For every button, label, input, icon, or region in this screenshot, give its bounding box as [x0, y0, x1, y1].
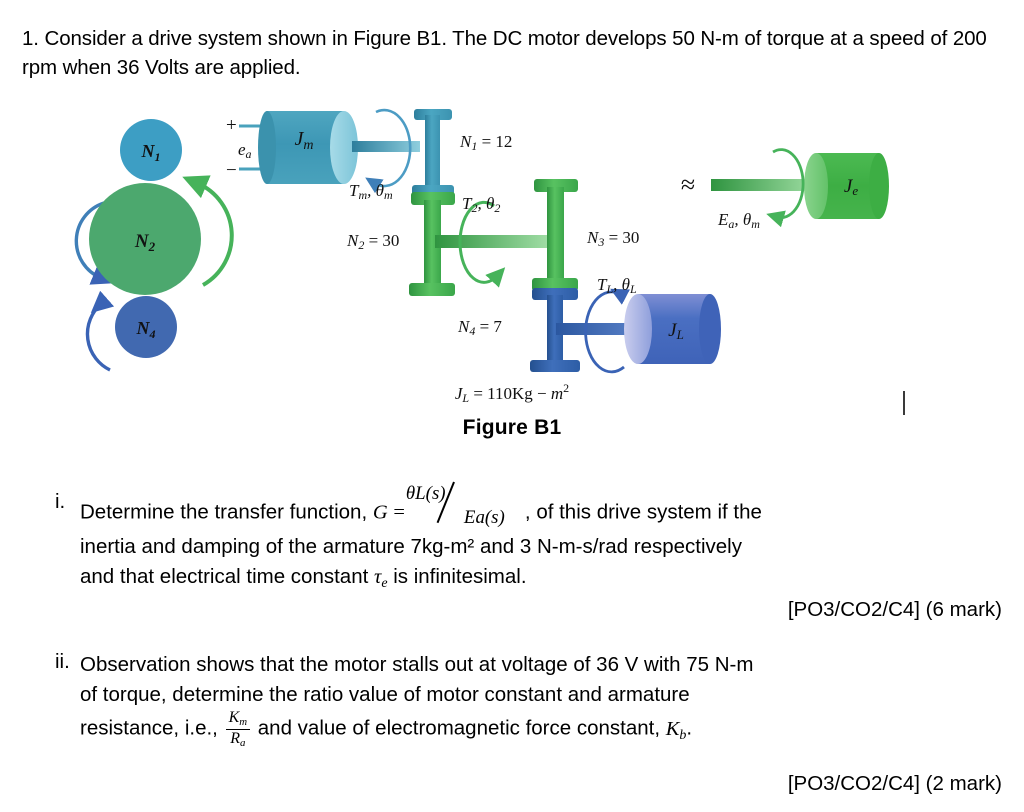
shaft2-torque-label: T2, θ2 [462, 194, 500, 215]
question-item-ii: ii. Observation shows that the motor sta… [0, 650, 1000, 750]
motor-shaft [352, 141, 420, 152]
armature-voltage-label: ea [238, 140, 252, 161]
dc-motor: Jm [239, 108, 420, 194]
load-front-cap [624, 294, 652, 364]
question-ii-line1: Observation shows that the motor stalls … [80, 653, 754, 676]
figure-b1: N1 N2 N4 Jm [0, 95, 1024, 450]
kb-symbol: Kb [665, 718, 687, 744]
load-inertia-value-label: JL = 110Kg − m2 [455, 381, 569, 405]
question-i-line3: and that electrical time constant τe is … [80, 562, 1000, 594]
question-i-line2: inertia and damping of the armature 7kg-… [80, 535, 742, 558]
n2-gear-top-flange [411, 192, 455, 205]
n1-rotation-arrow [74, 201, 114, 285]
question-i-marks: [PO3/CO2/C4] (6 mark) [787, 598, 1002, 621]
gear-n4-circle [115, 296, 177, 358]
equivalent-drive-arrow [766, 148, 805, 228]
approximately-equal-sign: ≈ [681, 170, 695, 199]
shaft2-torque-arrow [458, 200, 506, 288]
gear-stack: N1 N2 N4 [74, 119, 234, 372]
equivalent-system: ≈ Je [681, 148, 889, 228]
km-over-ra-fraction: Km Ra [225, 709, 251, 750]
km-numerator: Km [228, 709, 248, 729]
problem-statement-line2: torque at a speed of 200 rpm when 36 Vol… [22, 27, 987, 80]
shaft-n4-load: JL [530, 288, 721, 374]
n1-gear-top-flange [414, 109, 452, 120]
question-i-numeral: i. [55, 490, 66, 513]
question-ii-line3-after: . [686, 717, 693, 741]
n4-rotation-arrow [85, 290, 115, 372]
question-ii-line3: resistance, i.e., Km Ra and value of ele… [80, 709, 1000, 750]
n4-gear-web [547, 295, 563, 367]
n4-gear-top-flange [532, 288, 578, 300]
ra-denominator: Ra [225, 729, 251, 750]
question-ii-numeral: ii. [55, 650, 70, 673]
n2-rotation-arrow [182, 175, 234, 287]
load-shaft [556, 323, 644, 335]
transfer-function-numerator: θL(s) [405, 483, 446, 504]
n3-gear-web [547, 187, 564, 285]
equivalent-back-cap [869, 153, 889, 219]
question-i-line3-before: and that electrical time constant [80, 564, 374, 588]
text-cursor-artifact [903, 391, 905, 415]
problem-statement: 1. Consider a drive system shown in Figu… [22, 24, 997, 82]
figure-caption: Figure B1 [462, 416, 562, 439]
n4-value-label: N4 = 7 [457, 317, 502, 338]
motor-torque-label: Tm, θm [349, 181, 393, 202]
figure-labels: + − ea Tm, θm N1 = 12 T2, θ2 N2 = 30 N3 … [226, 115, 760, 405]
n2-gear-bottom-flange [409, 283, 455, 296]
n4-gear-bottom-flange [530, 360, 580, 372]
equivalent-shaft [711, 179, 816, 191]
question-i-text-after: , of this drive system if the [524, 500, 762, 524]
shaft-n2-n3 [409, 179, 578, 296]
gear-n1-circle [120, 119, 182, 181]
n3-value-label: N3 = 30 [586, 228, 639, 249]
question-i-line3-after: is infinitesimal. [387, 564, 527, 588]
question-item-i: i. Determine the transfer function, G = … [0, 481, 1000, 594]
motor-end-cap [330, 111, 358, 184]
terminal-minus-sign: − [226, 160, 237, 181]
equals-sign: = [393, 501, 405, 524]
problem-statement-line1: 1. Consider a drive system shown in Figu… [22, 27, 762, 50]
motor-back-cap [258, 111, 276, 184]
motor-torque-arrow [365, 108, 412, 194]
n3-gear-bottom-flange [532, 278, 578, 291]
question-ii-marks: [PO3/CO2/C4] (2 mark) [787, 772, 1002, 795]
terminal-plus-sign: + [226, 115, 237, 136]
question-i-body: Determine the transfer function, G = θL(… [80, 481, 1000, 594]
tau-e-symbol: τe [374, 565, 388, 591]
question-ii-line2: of torque, determine the ratio value of … [80, 682, 690, 706]
question-ii-line3-middle: and value of electromagnetic force const… [252, 717, 666, 741]
gear-n2-circle [89, 183, 201, 295]
equivalent-front-cap [804, 153, 828, 219]
load-torque-label: TL, θL [597, 275, 637, 296]
n1-value-label: N1 = 12 [459, 132, 512, 153]
transfer-function-fraction: θL(s) Ea(s) [406, 481, 524, 536]
drive-system-diagram: N1 N2 N4 Jm [74, 108, 889, 405]
n2-value-label: N2 = 30 [346, 231, 399, 252]
n1-gear-web [425, 115, 440, 193]
question-ii-line3-before: resistance, i.e., [80, 717, 224, 741]
load-back-cap [699, 294, 721, 364]
equivalent-drive-label: Ea, θm [717, 210, 760, 231]
load-torque-arrow [584, 288, 630, 374]
n3-gear-top-flange [534, 179, 578, 192]
transfer-function-denominator: Ea(s) [463, 507, 505, 528]
transfer-function-symbol: G [372, 501, 388, 524]
intermediate-shaft [435, 235, 553, 248]
question-i-text-before: Determine the transfer function, [80, 500, 373, 524]
question-ii-body: Observation shows that the motor stalls … [80, 650, 1000, 750]
shaft-n1 [412, 109, 454, 196]
n2-gear-web [424, 200, 441, 290]
